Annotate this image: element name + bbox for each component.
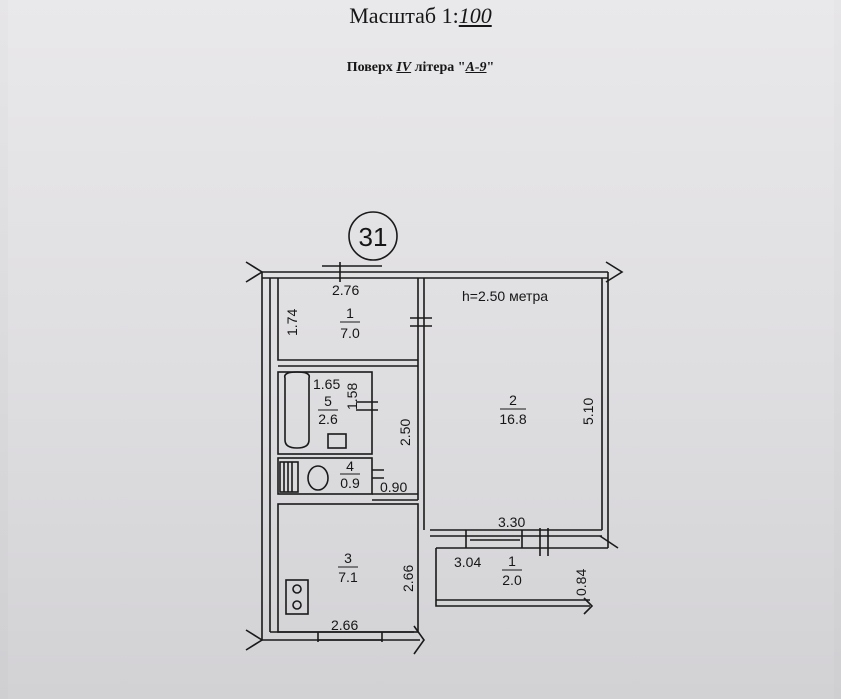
break-mark	[245, 261, 264, 283]
balcony-door	[465, 530, 523, 548]
scale-label: Масштаб 1:	[349, 3, 459, 28]
dim-corridor-length: 2.50	[397, 419, 413, 446]
balcony-outline	[435, 547, 608, 607]
room-4-area: 0.9	[340, 475, 360, 491]
bathtub-icon	[283, 371, 311, 449]
bathroom-walls	[277, 371, 373, 455]
letter-close: "	[486, 60, 495, 75]
floor-label: Поверх	[346, 60, 393, 75]
letter-value: А-9	[465, 60, 487, 75]
floor-line: Поверх IV літера "А-9"	[0, 60, 841, 76]
letter-label: літера "	[414, 60, 466, 75]
bottom-wall	[262, 631, 420, 641]
room-5-area: 2.6	[318, 411, 338, 427]
room-3-area: 7.1	[338, 569, 358, 585]
radiator-icon	[279, 461, 299, 493]
room-1-number: 1	[346, 305, 354, 321]
sink-icon	[327, 433, 347, 449]
wc-walls	[277, 457, 373, 495]
scale-title: Масштаб 1:100	[0, 3, 841, 29]
partition-wall	[417, 278, 425, 530]
scale-value: 100	[458, 3, 492, 28]
apartment-number-circle	[348, 211, 398, 261]
break-mark	[245, 629, 264, 651]
toilet-icon	[307, 465, 329, 491]
dim-balcony-width: 3.04	[454, 554, 481, 570]
dim-kitchen-width: 2.66	[331, 617, 358, 633]
kitchen-walls	[277, 503, 419, 633]
dim-kitchen-depth: 2.66	[400, 565, 416, 592]
room-1-area: 7.0	[340, 325, 360, 341]
balcony-area: 2.0	[502, 572, 522, 588]
left-wall	[261, 272, 271, 640]
dim-wc-width: 0.90	[380, 479, 407, 495]
stove-icon	[285, 579, 309, 615]
kitchen-window	[317, 632, 383, 642]
balcony-number: 1	[508, 553, 516, 569]
dim-room-width: 3.30	[498, 514, 525, 530]
dim-hall-width: 2.76	[332, 282, 359, 298]
ceiling-height: h=2.50 метра	[462, 288, 548, 304]
room-2-area: 16.8	[499, 411, 526, 427]
room-5-number: 5	[324, 393, 332, 409]
dim-hall-depth: 1.74	[284, 309, 300, 336]
room-4-number: 4	[346, 458, 354, 474]
right-wall	[601, 272, 609, 548]
dim-balcony-depth: 0.84	[573, 569, 589, 596]
dim-room-depth: 5.10	[580, 398, 596, 425]
room-3-number: 3	[344, 550, 352, 566]
floor-value: IV	[396, 60, 412, 75]
break-mark	[605, 261, 624, 283]
room-2-number: 2	[509, 392, 517, 408]
top-window	[322, 262, 382, 282]
dim-bath-width: 1.65	[313, 376, 340, 392]
paper-background	[8, 0, 834, 699]
apartment-number: 31	[359, 222, 388, 252]
dim-bath-depth: 1.58	[344, 383, 360, 410]
